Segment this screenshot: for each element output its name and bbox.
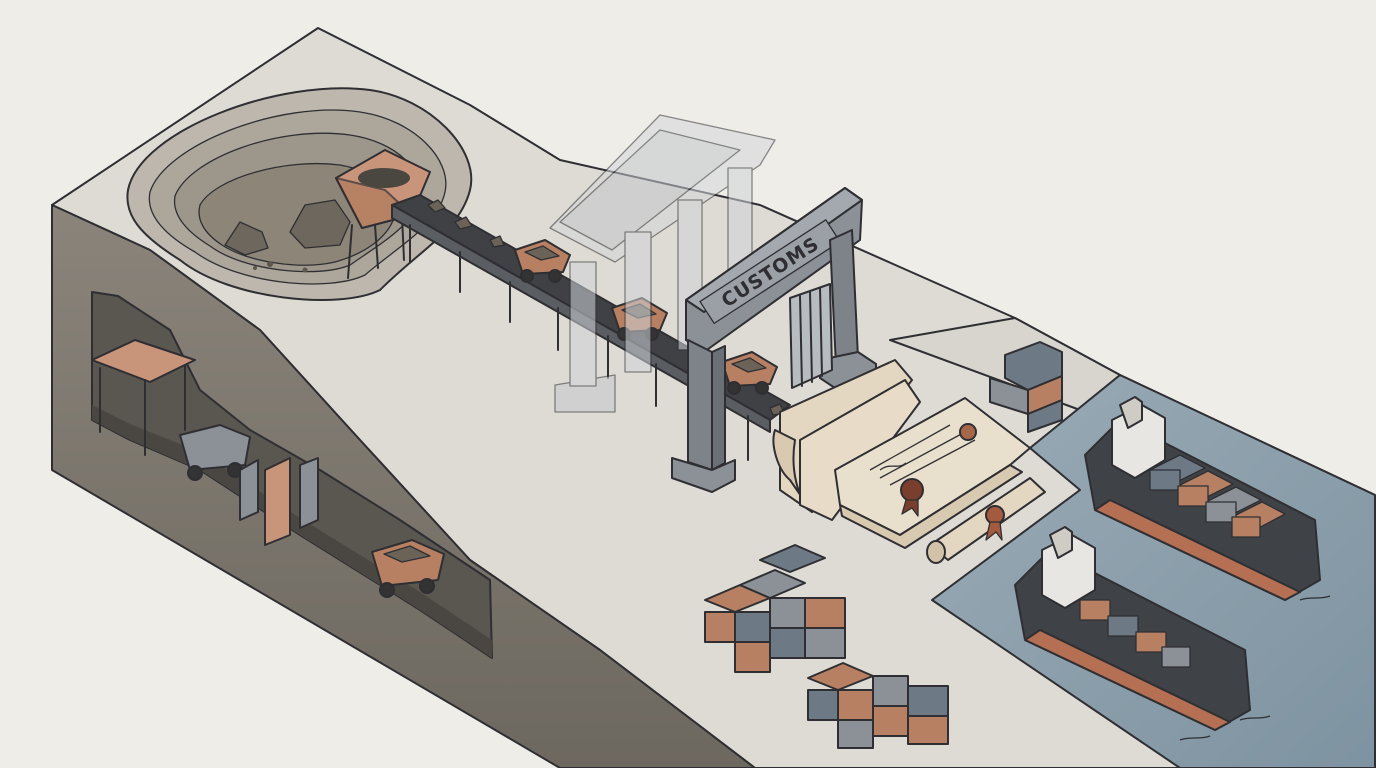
wax-seal-icon	[900, 478, 924, 502]
rolled-scroll	[926, 477, 1046, 564]
cargo-ship	[1084, 396, 1321, 601]
soil-cross-section	[51, 204, 756, 768]
shipping-containers	[989, 341, 1063, 433]
certificate-seal	[959, 423, 977, 441]
harbor-water	[931, 374, 1376, 768]
container-stack	[807, 662, 949, 749]
ore-boulder	[224, 221, 269, 256]
mining-truck	[514, 239, 571, 283]
cargo-ship	[1014, 526, 1251, 731]
container-stack	[704, 544, 846, 673]
gate-pillar-right	[829, 229, 859, 367]
open-pit-mine	[126, 87, 473, 301]
tunnel-supports	[239, 457, 319, 546]
ore-boulder	[289, 199, 351, 249]
mine-shaft-headframe	[91, 339, 196, 456]
barred-gate	[789, 283, 833, 389]
greek-temple	[549, 114, 776, 413]
scroll-stack	[772, 359, 921, 521]
tunnel-floor	[92, 405, 492, 658]
mining-truck	[721, 351, 778, 395]
certificate-document	[834, 397, 1031, 549]
underground-truck	[371, 539, 445, 598]
gate-pillar-left	[687, 339, 713, 471]
